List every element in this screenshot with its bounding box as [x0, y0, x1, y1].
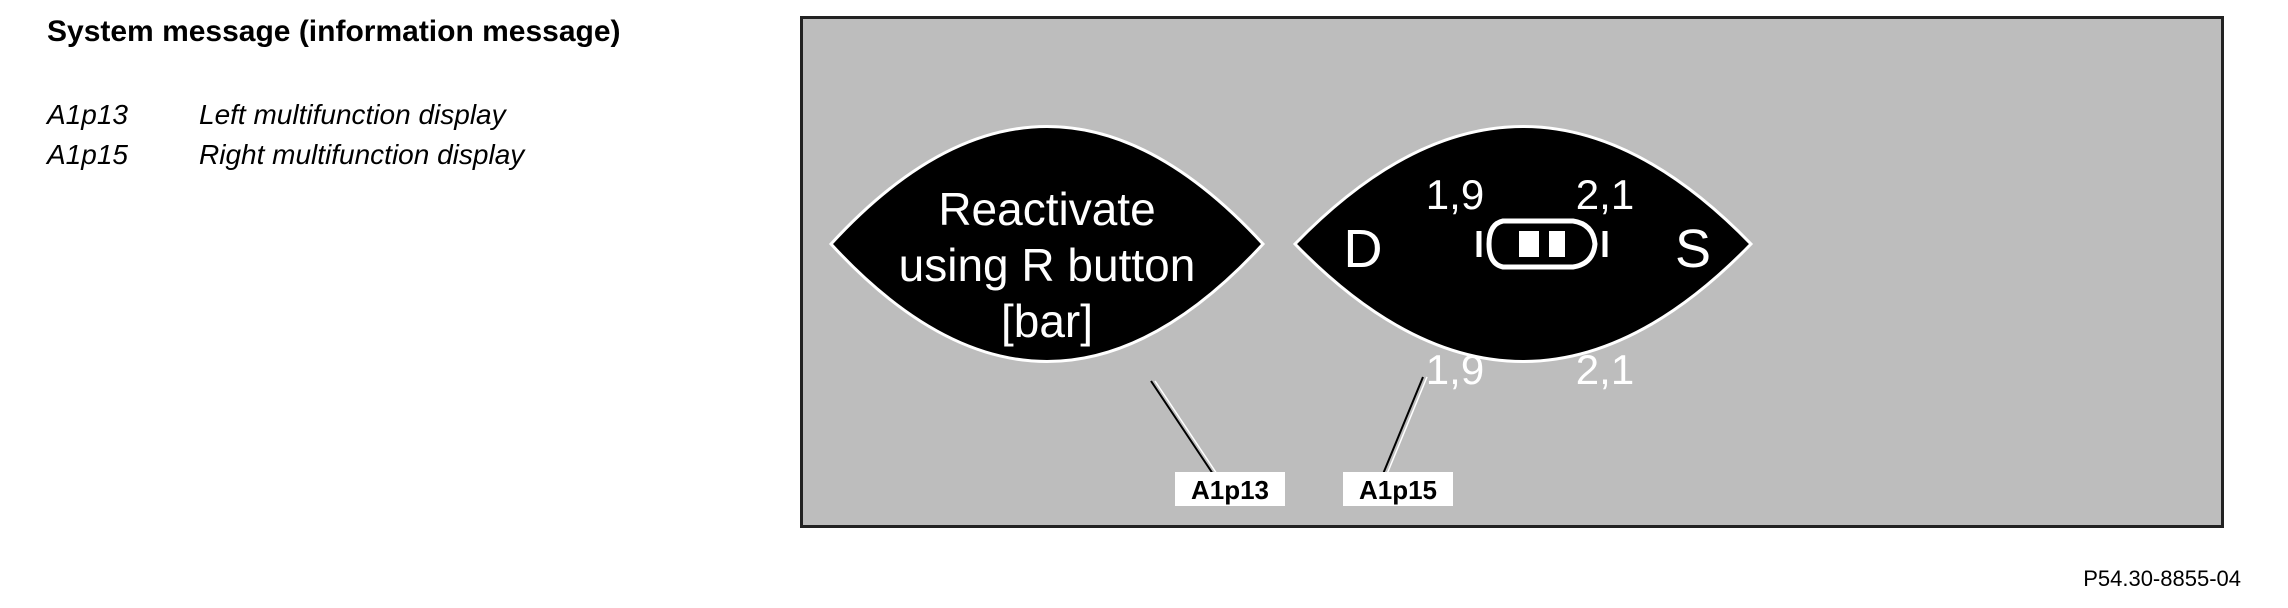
tire-pressure-rear-right: 2,1: [1576, 346, 1634, 393]
callout-line-a1p15-2: [1386, 376, 1428, 475]
tire-pressure-rear-left: 1,9: [1426, 346, 1484, 393]
legend: A1p13 Left multifunction display A1p15 R…: [47, 95, 687, 175]
callout-label-a1p15: A1p15: [1359, 475, 1437, 505]
legend-code: A1p15: [47, 139, 128, 170]
left-display-line-1: Reactivate: [938, 183, 1155, 235]
car-icon: [1476, 218, 1608, 270]
callout-line-a1p13: [1150, 380, 1214, 475]
legend-code: A1p13: [47, 99, 128, 130]
left-display: [828, 125, 1266, 363]
legend-item: A1p15 Right multifunction display: [47, 135, 687, 175]
display-svg: Reactivate using R button [bar] D S 1,9 …: [828, 125, 1754, 506]
page-title: System message (information message): [47, 15, 621, 48]
legend-description: Right multifunction display: [199, 139, 525, 170]
drive-mode-s: S: [1675, 219, 1711, 279]
callout-box-a1p13: [1175, 472, 1285, 506]
tire-pressure-front-right: 2,1: [1576, 171, 1634, 218]
left-display-line-2: using R button: [899, 239, 1196, 291]
figure-reference: P54.30-8855-04: [2083, 566, 2241, 591]
drive-mode-d: D: [1344, 219, 1383, 279]
left-display-line-3: [bar]: [1001, 295, 1093, 347]
legend-description: Left multifunction display: [199, 99, 506, 130]
callout-line-a1p13-2: [1154, 380, 1218, 475]
display-illustration: Reactivate using R button [bar] D S 1,9 …: [800, 16, 2224, 528]
legend-item: A1p13 Left multifunction display: [47, 95, 687, 135]
callout-box-a1p15: [1343, 472, 1453, 506]
tire-pressure-front-left: 1,9: [1426, 171, 1484, 218]
callout-line-a1p15: [1382, 376, 1424, 475]
callout-label-a1p13: A1p13: [1191, 475, 1269, 505]
